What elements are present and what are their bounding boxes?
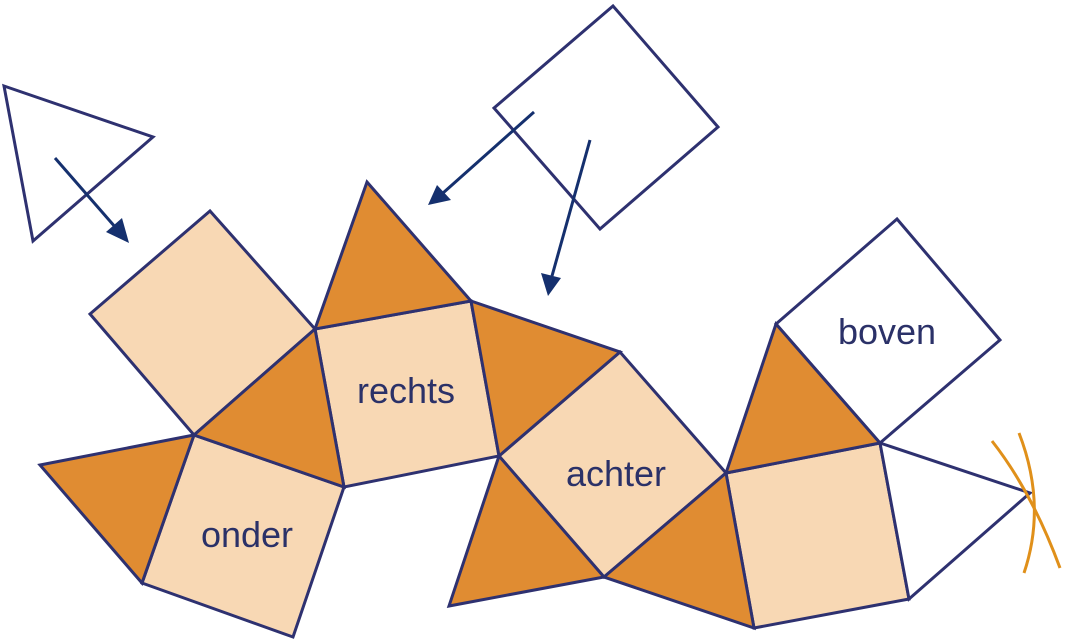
triangle-face-4 <box>469 298 623 459</box>
label-onder: onder <box>201 514 293 555</box>
arrow-square-to-net-down <box>541 139 592 296</box>
label-boven: boven <box>838 311 936 352</box>
construction-arc-1 <box>990 440 1062 569</box>
square-face-right <box>724 441 911 630</box>
triangle-face-5 <box>446 453 607 608</box>
label-rechts: rechts <box>357 370 455 411</box>
triangle-face-1 <box>191 326 346 490</box>
triangle-face-3 <box>312 179 474 331</box>
construction-arc-2 <box>1017 432 1036 574</box>
loose-square-piece <box>491 3 721 232</box>
arrow-square-to-net-left <box>428 110 535 205</box>
triangle-face-2 <box>37 433 197 586</box>
triangle-face-7 <box>723 321 883 475</box>
arrow-triangle-to-net <box>53 157 129 243</box>
triangle-face-6 <box>601 470 756 631</box>
label-achter: achter <box>566 453 666 494</box>
loose-triangle-piece <box>2 83 156 244</box>
triangle-face-outline-right <box>878 440 1033 602</box>
